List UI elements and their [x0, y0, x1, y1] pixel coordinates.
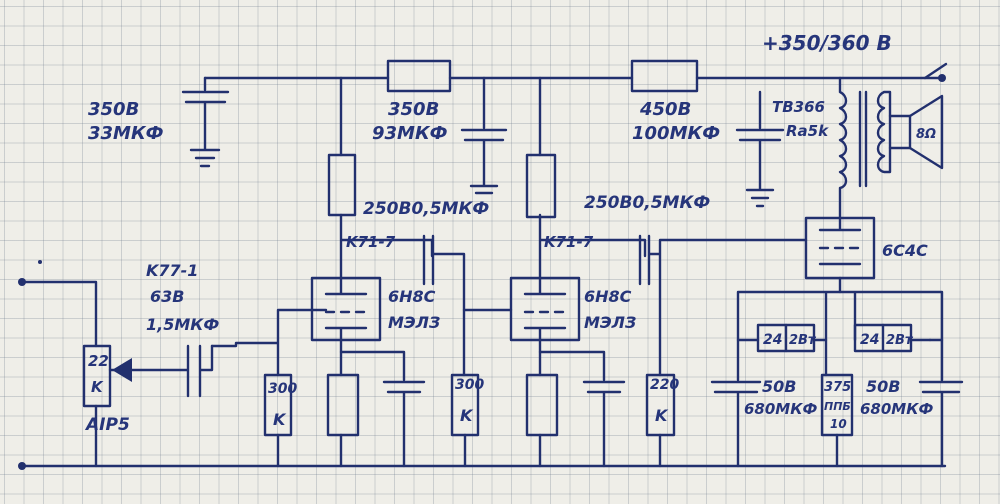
tube1-maker-label: МЭЛЗ — [388, 313, 440, 332]
r375-value-label: 375 — [824, 380, 851, 395]
filter-capacitor-2 — [460, 76, 508, 195]
tube1-type-label: 6H8C — [388, 287, 436, 306]
input-terminal — [18, 278, 26, 286]
potentiometer-unit-label: K — [91, 378, 104, 396]
input-line — [20, 280, 98, 348]
supply-resistor-1 — [386, 59, 452, 93]
speaker-impedance-label: 8Ω — [916, 127, 936, 142]
supply-resistor-2 — [630, 59, 699, 93]
tube-1-electrodes — [324, 276, 368, 377]
zener2-voltage-label: 24 — [860, 332, 879, 348]
coupling1-type-label: K71-7 — [346, 233, 396, 251]
stage1-anode-resistor — [327, 153, 357, 217]
stage1-cathode-resistor — [326, 373, 360, 437]
tube3-type-label: 6C4C — [882, 241, 928, 260]
stray-mark — [38, 260, 42, 264]
r300a-value-label: 300 — [268, 381, 297, 397]
input-capacitor — [130, 344, 214, 398]
stage2-cathode-resistor — [525, 373, 559, 437]
cathode-cap2-capacitance-label: 680МКФ — [860, 400, 933, 418]
supply-voltage-label: +350/360 B — [762, 31, 892, 55]
coupling1-label: 250B0,5МКФ — [363, 199, 489, 219]
stage1-cathode-wire — [339, 350, 406, 468]
transformer-label: TB366 — [772, 98, 825, 116]
anode-load-label: Ra5k — [786, 122, 829, 140]
r300b-value-label: 300 — [455, 377, 484, 393]
tube-2-electrodes — [523, 276, 567, 377]
input-cap-capacitance-label: 1,5МКФ — [146, 315, 219, 334]
coupling2-label: 250B0,5МКФ — [584, 193, 710, 213]
supply-terminal-line — [923, 62, 948, 80]
coupling2-type-label: K71-7 — [544, 233, 594, 251]
zener1-power-label: 2Вт — [789, 333, 817, 348]
filter-capacitor-1 — [181, 76, 230, 168]
supply-terminal — [938, 74, 946, 82]
output-cathode-wire — [736, 290, 944, 377]
input-cap-type-label: K77-1 — [146, 261, 198, 280]
filter1-voltage-label: 350B — [88, 99, 139, 120]
stage1-cathode-capacitor — [382, 380, 426, 468]
stage2-cathode-wire — [538, 350, 606, 468]
r220-value-label: 220 — [650, 377, 679, 393]
transformer-secondary — [876, 90, 892, 174]
filter3-capacitance-label: 100МКФ — [632, 123, 720, 144]
transformer-primary — [838, 76, 848, 220]
cathode-capacitor-1 — [710, 338, 762, 468]
filter3-voltage-label: 450B — [639, 99, 691, 120]
r300b-unit-label: K — [460, 406, 474, 425]
wiper-arrow-icon — [112, 358, 132, 382]
tube-2-6h8c — [509, 276, 581, 342]
r300a-unit-label: K — [273, 410, 287, 429]
r375-power-label: 10 — [830, 417, 847, 431]
input-cap-voltage-label: 63B — [150, 287, 184, 306]
potentiometer-value-label: 22 — [88, 352, 109, 370]
speaker-icon — [888, 114, 912, 150]
coupling-capacitor-2 — [638, 234, 808, 377]
tube2-maker-label: МЭЛЗ — [584, 313, 636, 332]
cathode-cap1-voltage-label: 50B — [762, 377, 796, 396]
filter2-voltage-label: 350B — [388, 99, 439, 120]
filter1-capacitance-label: 33МКФ — [88, 123, 164, 144]
cathode-capacitor-2 — [918, 338, 964, 468]
r220-unit-label: K — [655, 406, 669, 425]
transformer-core — [858, 90, 868, 188]
ground-terminal — [18, 462, 26, 470]
cathode-cap1-capacitance-label: 680МКФ — [744, 400, 817, 418]
filter2-capacitance-label: 93МКФ — [372, 123, 448, 144]
speaker-cone — [908, 94, 944, 170]
zener1-voltage-label: 24 — [763, 332, 782, 348]
r375-type-label: ППБ — [824, 400, 851, 413]
filter-capacitor-3 — [735, 90, 785, 208]
stage1-grid-wire — [210, 308, 328, 377]
stage2-anode-wire — [538, 76, 647, 280]
stage2-anode-resistor — [525, 153, 557, 219]
tube-3-electrodes — [818, 216, 862, 294]
zener2-power-label: 2Вт — [886, 333, 914, 348]
coupling-capacitor-1 — [422, 234, 466, 377]
tube2-type-label: 6H8C — [584, 287, 632, 306]
stage2-cathode-capacitor — [582, 380, 626, 468]
input-device-label: AIP5 — [84, 415, 130, 435]
cathode-cap2-voltage-label: 50B — [866, 377, 900, 396]
